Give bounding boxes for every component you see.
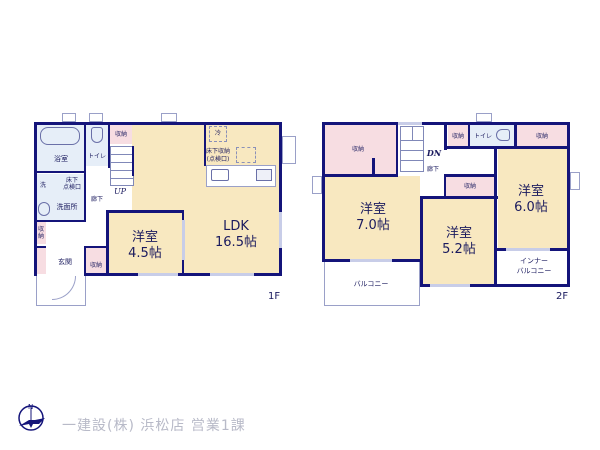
- entrance-porch: [36, 276, 86, 306]
- storage-2-2f-label: 収納: [535, 133, 548, 140]
- closet-left-1f-area: [36, 222, 46, 244]
- room-7-0-size: 7.0帖: [356, 218, 390, 233]
- balcony-label: バルコニー: [353, 280, 389, 288]
- storage-2-2f-area: [517, 124, 567, 146]
- toilet-fixture-2f-icon: [496, 129, 510, 141]
- storage-big-label: 収納: [351, 146, 364, 153]
- inner-balcony-label-2: バルコニー: [516, 267, 552, 275]
- fridge-label: 冷: [214, 130, 221, 137]
- storage-1-2f-label: 収納: [451, 133, 464, 140]
- hallway-2f-label: 廊下: [426, 166, 439, 173]
- inner-balcony-label-1: インナー: [520, 257, 548, 265]
- western-room-4-5-area: [108, 212, 182, 274]
- storage-top-1f-area: [110, 124, 132, 144]
- storage-1-2f-area: [448, 124, 468, 148]
- room-7-0-name: 洋室: [359, 202, 386, 217]
- stairs-down-label: DN: [426, 148, 442, 158]
- stairs-1f[interactable]: [110, 146, 134, 186]
- bathtub-icon: [40, 127, 80, 145]
- washroom-sink-label: 洗: [39, 182, 46, 189]
- toilet-fixture-icon: [91, 127, 103, 143]
- window-2f: [476, 113, 492, 122]
- entrance-shoe-area: [36, 248, 46, 274]
- toilet-2f-label: トイレ: [473, 133, 492, 140]
- floor-label-2f: 2F: [556, 291, 569, 302]
- underfloor-small-label: 床下点検口: [62, 177, 81, 191]
- svg-text:N: N: [28, 403, 33, 411]
- inner-balcony-area: [498, 250, 568, 284]
- room-6-0-name: 洋室: [517, 184, 544, 199]
- sink-icon: [211, 169, 229, 181]
- toilet-label: トイレ: [87, 153, 106, 160]
- underfloor-storage-label: 床下収納: [205, 148, 230, 155]
- hallway-1f-label: 廊下: [90, 196, 103, 203]
- floor-label-1f: 1F: [268, 291, 281, 302]
- ldk-name: LDK: [223, 219, 249, 234]
- washroom-label: 洗面所: [56, 203, 78, 211]
- fridge-space: [209, 126, 227, 142]
- ldk-size: 16.5帖: [215, 235, 257, 250]
- storage-mid-2f-label: 収納: [463, 183, 476, 190]
- room-5-2-size: 5.2帖: [442, 242, 476, 257]
- closet-left-label: 収納: [37, 226, 44, 240]
- underfloor-hatch: [236, 147, 256, 163]
- window-1f: [62, 113, 76, 122]
- window-1f: [282, 136, 296, 164]
- room-5-2-area: [422, 198, 496, 284]
- closet-entrance-label: 収納: [89, 262, 102, 269]
- compass-icon: N: [15, 400, 47, 432]
- western-room-4-5-size: 4.5帖: [128, 246, 162, 261]
- room-5-2-name: 洋室: [445, 226, 472, 241]
- window-1f: [161, 113, 177, 122]
- window-2f: [312, 176, 322, 194]
- bath-label: 浴室: [54, 155, 68, 163]
- room-6-0-area: [498, 148, 568, 248]
- wash-basin-icon: [38, 202, 50, 216]
- room-7-0-area: [324, 176, 420, 260]
- window-1f: [89, 113, 103, 122]
- stairs-up-label: UP: [113, 187, 127, 196]
- closet-entrance-area: [86, 248, 106, 274]
- balcony-area: [324, 262, 420, 306]
- company-name: 一建設(株) 浜松店 営業1課: [62, 418, 246, 434]
- inspection-label: (点検口): [206, 156, 230, 163]
- room-6-0-size: 6.0帖: [514, 200, 548, 215]
- entrance-label: 玄関: [58, 258, 72, 266]
- storage-mid-2f-area: [446, 176, 494, 196]
- stove-icon: [256, 169, 272, 181]
- storage-top-label: 収納: [114, 131, 127, 138]
- western-room-4-5-name: 洋室: [131, 230, 158, 245]
- window-2f: [570, 172, 580, 190]
- storage-big-2f-area: [324, 124, 396, 174]
